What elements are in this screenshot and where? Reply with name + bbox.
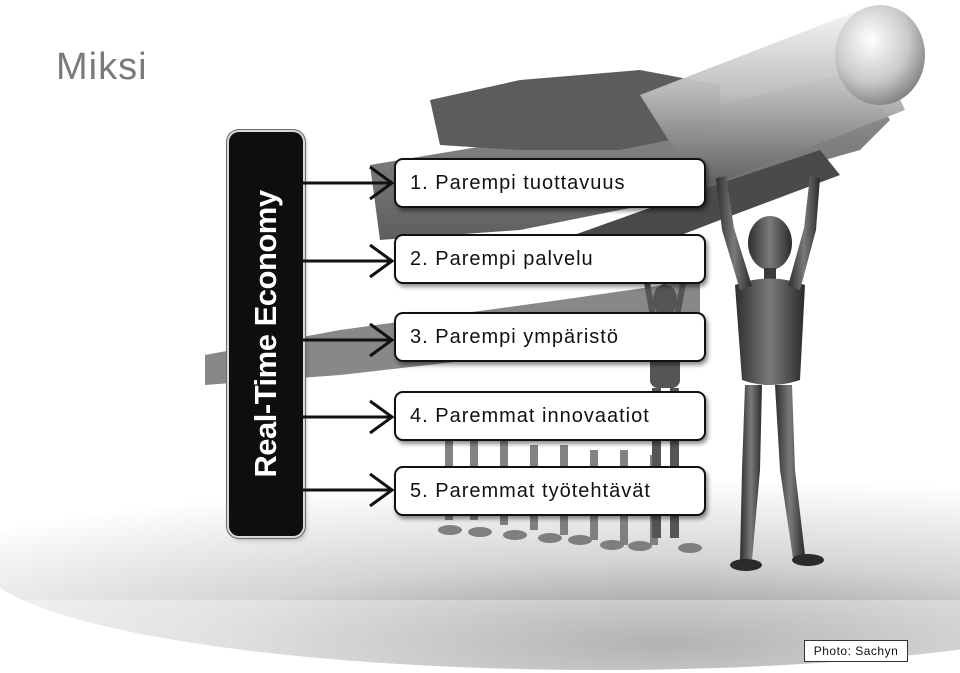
arrow-right-icon: [300, 243, 395, 279]
list-item: 2. Parempi palvelu: [394, 234, 706, 284]
list-item: 4. Paremmat innovaatiot: [394, 391, 706, 441]
vertical-label-box: Real-Time Economy: [229, 132, 303, 536]
slide-title: Miksi: [56, 46, 148, 88]
list-item: 1. Parempi tuottavuus: [394, 158, 706, 208]
photo-credit: Photo: Sachyn: [804, 640, 908, 662]
arrow-right-icon: [300, 322, 395, 358]
arrow-right-icon: [300, 472, 395, 508]
vertical-label: Real-Time Economy: [248, 190, 283, 478]
arrow-right-icon: [300, 399, 395, 435]
list-item: 5. Paremmat työtehtävät: [394, 466, 706, 516]
arrow-right-icon: [300, 165, 395, 201]
list-item: 3. Parempi ympäristö: [394, 312, 706, 362]
